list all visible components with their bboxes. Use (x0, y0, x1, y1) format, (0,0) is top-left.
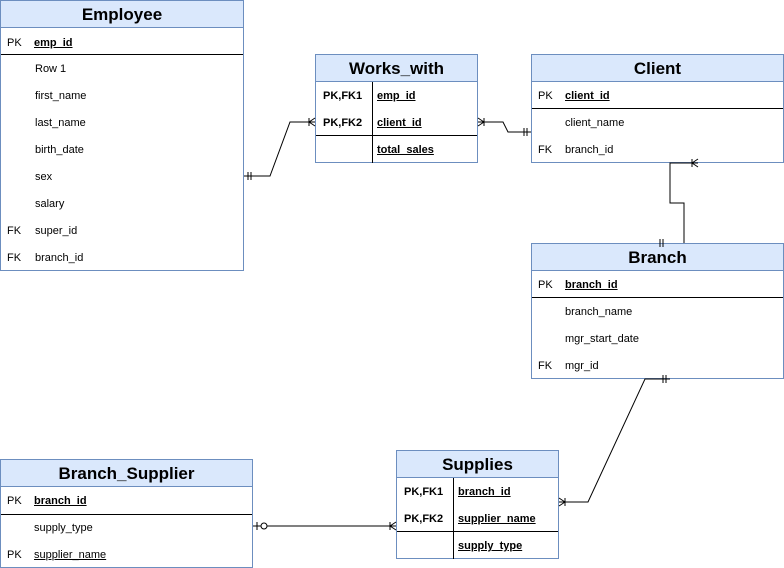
key-column-divider (372, 82, 373, 163)
attribute: emp_id (34, 37, 73, 49)
key-label: PK (7, 37, 22, 49)
key-label: PK (7, 549, 22, 561)
entity-title: Client (532, 55, 783, 82)
key-label: PK,FK2 (323, 117, 363, 129)
relationship-works-with-client[interactable] (477, 117, 531, 136)
key-label: FK (538, 360, 553, 372)
key-label: PK (7, 495, 22, 507)
pk-separator (532, 297, 783, 298)
pk-separator (397, 531, 558, 532)
attribute: branch_id (34, 495, 87, 507)
attribute: client_id (565, 90, 610, 102)
attribute: mgr_start_date (565, 333, 639, 345)
entity-title: Branch_Supplier (1, 460, 252, 487)
attribute: last_name (35, 117, 86, 129)
attribute: total_sales (377, 144, 434, 156)
attribute: Row 1 (35, 63, 67, 75)
entity-branch[interactable]: Branch PK branch_id branch_name mgr_star… (531, 243, 784, 379)
entity-title: Works_with (316, 55, 477, 82)
key-label: PK,FK1 (404, 486, 444, 498)
attribute: sex (35, 171, 53, 183)
attribute: client_id (377, 117, 422, 129)
entity-title: Supplies (397, 451, 558, 478)
entity-supplies[interactable]: Supplies PK,FK1 branch_id PK,FK2 supplie… (396, 450, 559, 559)
attribute: branch_name (565, 306, 633, 318)
pk-separator (316, 135, 477, 136)
pk-separator (532, 108, 783, 109)
key-label: PK,FK1 (323, 90, 363, 102)
relationship-branch-supplies[interactable] (558, 375, 670, 507)
entity-title: Employee (1, 1, 243, 28)
attribute: supply_type (34, 522, 93, 534)
attribute: branch_id (458, 486, 511, 498)
entity-works-with[interactable]: Works_with PK,FK1 emp_id PK,FK2 client_i… (315, 54, 478, 163)
relationship-employee-works-with[interactable] (244, 117, 316, 180)
attribute: branch_id (565, 279, 618, 291)
attribute: emp_id (377, 90, 416, 102)
key-column-divider (453, 478, 454, 559)
attribute: birth_date (35, 144, 84, 156)
relationship-branch-supplier-supplies[interactable] (253, 521, 397, 531)
attribute: branch_id (35, 252, 84, 264)
key-label: PK (538, 279, 553, 291)
entity-title: Branch (532, 244, 783, 271)
key-label: PK,FK2 (404, 513, 444, 525)
key-label: FK (538, 144, 553, 156)
key-label: FK (7, 252, 22, 264)
entity-employee[interactable]: Employee PK emp_id Row 1 first_name last… (0, 0, 244, 271)
attribute: salary (35, 198, 65, 210)
entity-branch-supplier[interactable]: Branch_Supplier PK branch_id supply_type… (0, 459, 253, 568)
attribute: client_name (565, 117, 625, 129)
attribute: supplier_name (34, 549, 107, 561)
attribute: first_name (35, 90, 87, 102)
attribute: branch_id (565, 144, 614, 156)
pk-separator (1, 514, 252, 515)
attribute: supply_type (458, 540, 523, 552)
key-label: PK (538, 90, 553, 102)
attribute: supplier_name (458, 513, 536, 525)
key-label: FK (7, 225, 22, 237)
entity-client[interactable]: Client PK client_id client_name FK branc… (531, 54, 784, 163)
attribute: mgr_id (565, 360, 599, 372)
relationship-client-branch[interactable] (659, 158, 699, 247)
attribute: super_id (35, 225, 78, 237)
pk-separator (1, 54, 243, 55)
